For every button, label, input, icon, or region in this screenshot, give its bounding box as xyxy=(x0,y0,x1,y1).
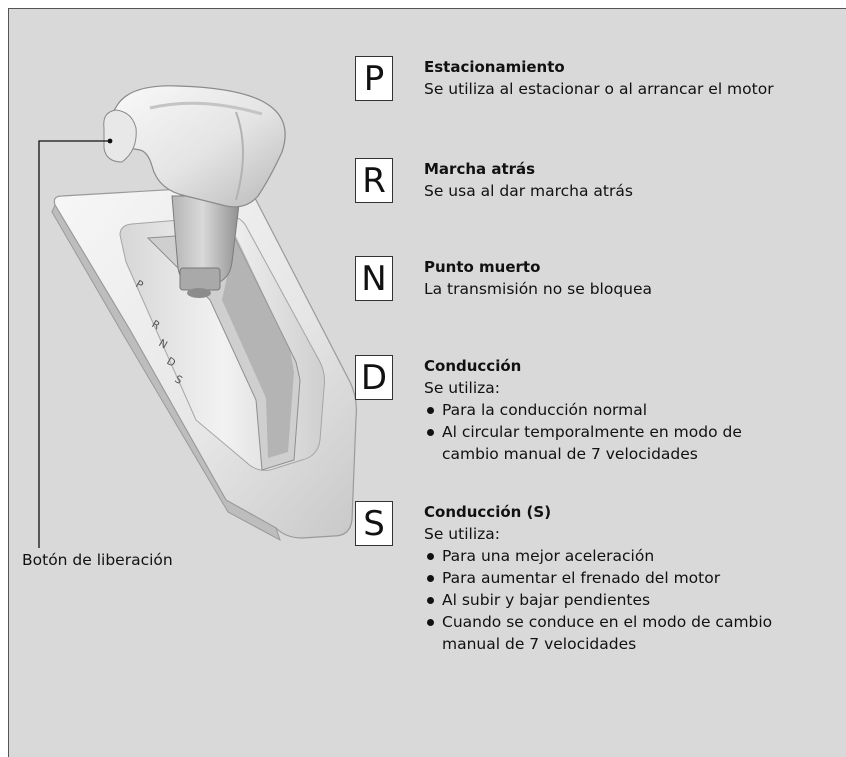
gear-letter-box: D xyxy=(355,355,393,400)
gear-text: Conducción (S) Se utiliza: Para una mejo… xyxy=(424,501,844,655)
gear-letter-box: P xyxy=(355,56,393,101)
gear-text: Conducción Se utiliza: Para la conducció… xyxy=(424,355,844,465)
bullet-continuation: manual de 7 velocidades xyxy=(424,633,844,655)
release-button-label: Botón de liberación xyxy=(22,551,173,569)
gear-description: Se usa al dar marcha atrás xyxy=(424,180,844,202)
gear-title: Marcha atrás xyxy=(424,158,844,180)
gear-letter-box: N xyxy=(355,256,393,301)
gear-text: Estacionamiento Se utiliza al estacionar… xyxy=(424,56,844,100)
gear-description: Se utiliza: xyxy=(424,377,844,399)
bullet-continuation: cambio manual de 7 velocidades xyxy=(424,443,844,465)
gear-description: Se utiliza al estacionar o al arrancar e… xyxy=(424,78,844,100)
gear-bullet-list: Para la conducción normal Al circular te… xyxy=(424,399,844,443)
gear-letter-box: S xyxy=(355,501,393,546)
bullet-item: Al circular temporalmente en modo de xyxy=(424,421,844,443)
gear-letter-box: R xyxy=(355,158,393,203)
bullet-item: Cuando se conduce en el modo de cambio xyxy=(424,611,844,633)
bullet-item: Para la conducción normal xyxy=(424,399,844,421)
gear-title: Conducción xyxy=(424,355,844,377)
bullet-item: Para aumentar el frenado del motor xyxy=(424,567,844,589)
gear-text: Punto muerto La transmisión no se bloque… xyxy=(424,256,844,300)
gear-description: La transmisión no se bloquea xyxy=(424,278,844,300)
release-button-icon xyxy=(104,110,136,162)
gear-title: Conducción (S) xyxy=(424,501,844,523)
gear-bullet-list: Para una mejor aceleración Para aumentar… xyxy=(424,545,844,633)
gear-title: Punto muerto xyxy=(424,256,844,278)
gear-title: Estacionamiento xyxy=(424,56,844,78)
bullet-item: Para una mejor aceleración xyxy=(424,545,844,567)
gear-text: Marcha atrás Se usa al dar marcha atrás xyxy=(424,158,844,202)
bullet-item: Al subir y bajar pendientes xyxy=(424,589,844,611)
gear-description: Se utiliza: xyxy=(424,523,844,545)
